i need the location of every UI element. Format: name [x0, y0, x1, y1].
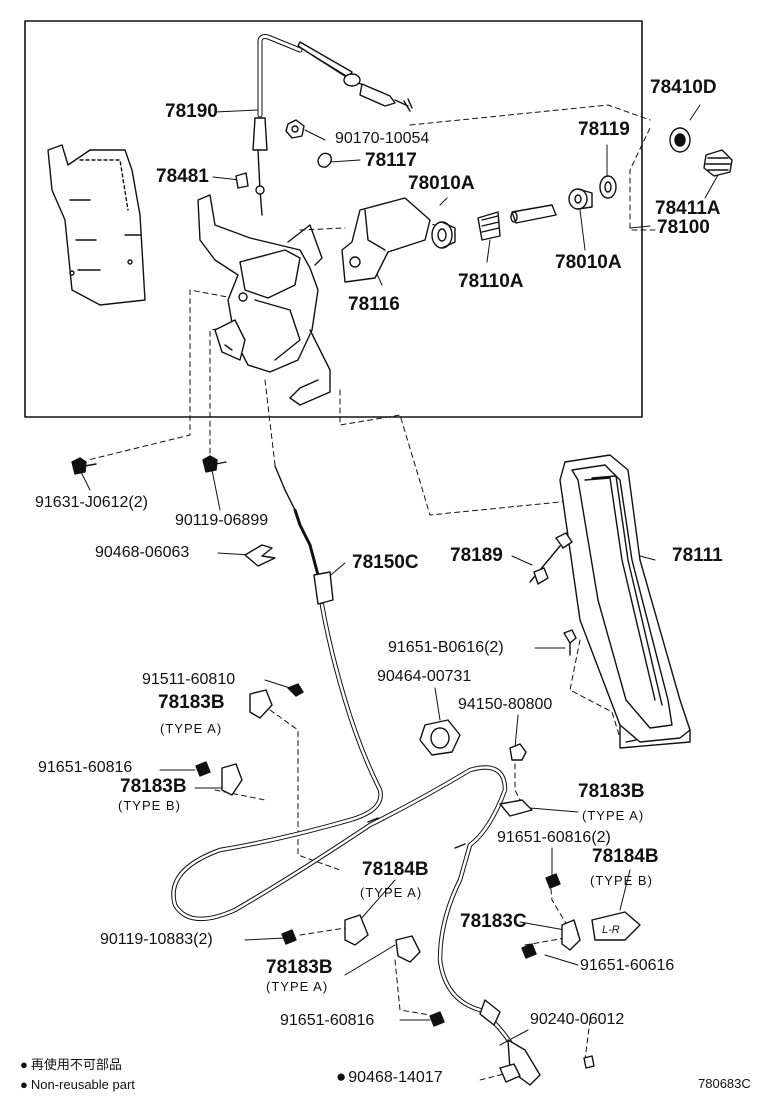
bolt-91651-60816-b [429, 1011, 445, 1027]
label-90468-14017: 90468-14017 [336, 1068, 442, 1086]
label-78117: 78117 [365, 150, 417, 171]
label-90119-06899: 90119-06899 [175, 512, 269, 529]
label-78183C: 78183C [460, 911, 527, 932]
label-90464-00731: 90464-00731 [377, 668, 472, 685]
label-78183B-b1: 78183B [120, 776, 187, 797]
clamp-78183B-a2 [499, 799, 533, 817]
label-78190: 78190 [165, 101, 218, 122]
clamp-78183C [561, 919, 581, 951]
clamp-90464 [419, 719, 461, 756]
washer-78119 [599, 175, 617, 199]
label-78411A: 78411A [655, 198, 721, 219]
label-78481: 78481 [156, 166, 209, 187]
label-78150C: 78150C [352, 552, 419, 573]
nut-90170 [285, 119, 305, 139]
label-90240-06012: 90240-06012 [530, 1011, 625, 1028]
cable-78150C [171, 465, 541, 1086]
clamp-78183B-a3 [395, 935, 421, 963]
label-78184B-b: 78184B [592, 846, 659, 867]
clip-78481 [235, 172, 249, 189]
cushion-78411A [703, 149, 733, 177]
bolt-91651-B0616 [563, 629, 577, 656]
label-91651-60816-b: 91651-60816 [280, 1012, 375, 1029]
spring-78110A [477, 211, 501, 241]
stopper-78410D [669, 127, 691, 153]
label-90468-06063: 90468-06063 [95, 544, 190, 561]
clip-90468-06063 [244, 544, 276, 567]
diagram-ref-code: 780683C [698, 1076, 751, 1091]
type-a-2: (TYPE A) [582, 808, 645, 823]
label-91631-J0612: 91631-J0612(2) [35, 494, 148, 511]
label-91651-60616: 91651-60616 [580, 957, 675, 974]
pin-90240 [583, 1055, 595, 1069]
bracket-78116 [341, 197, 431, 283]
shaft [510, 204, 557, 224]
bolt-78189 [529, 532, 573, 585]
label-91651-60816-a: 91651-60816 [38, 759, 133, 776]
label-78111: 78111 [672, 545, 723, 566]
bushing-78010A-right [568, 188, 593, 210]
label-78189: 78189 [450, 545, 503, 566]
label-78183B-a1: 78183B [158, 692, 225, 713]
label-78183B-a2: 78183B [578, 781, 645, 802]
bracket-left [47, 144, 146, 306]
type-a-4: (TYPE A) [266, 979, 329, 994]
clip-78184B-a [344, 914, 369, 946]
grommet-94150 [509, 743, 527, 761]
label-78100: 78100 [657, 217, 710, 238]
type-b-2: (TYPE B) [590, 873, 653, 888]
cable-78190 [252, 34, 413, 216]
label-90119-10883: 90119-10883(2) [100, 931, 213, 948]
bolt-90119-06899 [202, 455, 227, 473]
label-91651-60816-2: 91651-60816(2) [497, 829, 611, 846]
clamp-78183B-a1 [249, 683, 304, 719]
pedal-mechanism [197, 194, 331, 406]
type-b-1: (TYPE B) [118, 798, 181, 813]
label-78119: 78119 [578, 119, 630, 140]
solid-leaders [79, 104, 719, 1046]
clip-78117 [317, 152, 333, 168]
pedal-78111 [559, 454, 691, 749]
label-78184B-a: 78184B [362, 859, 429, 880]
label-78183B-a3: 78183B [266, 957, 333, 978]
label-78110A: 78110A [458, 271, 524, 292]
type-a-1: (TYPE A) [160, 721, 223, 736]
label-90170-10054: 90170-10054 [335, 130, 430, 147]
label-91651-B0616: 91651-B0616(2) [388, 639, 504, 656]
tag-lr: L-R [602, 924, 620, 936]
clip-78184B-b [591, 911, 641, 941]
label-78410D: 78410D [650, 77, 717, 98]
label-91511-60810: 91511-60810 [142, 671, 236, 688]
clip-90468-14017 [499, 1063, 521, 1083]
label-78116: 78116 [348, 294, 400, 315]
label-78010A-top: 78010A [408, 173, 475, 194]
bushing-78010A-left [431, 221, 456, 249]
legend-jp: 再使用不可部品 [20, 1058, 122, 1071]
type-a-3: (TYPE A) [360, 885, 423, 900]
clamp-78183B-b1 [195, 761, 243, 796]
bolt-91651-60616 [521, 943, 537, 959]
bolt-91631 [71, 457, 97, 475]
bolt-90119-10883 [281, 929, 297, 945]
label-78010A-bot: 78010A [555, 252, 622, 273]
assembly-frame [24, 20, 643, 418]
legend-en: Non-reusable part [20, 1078, 135, 1091]
label-94150-80800: 94150-80800 [458, 696, 553, 713]
bolt-91651-60816-2 [545, 873, 561, 889]
